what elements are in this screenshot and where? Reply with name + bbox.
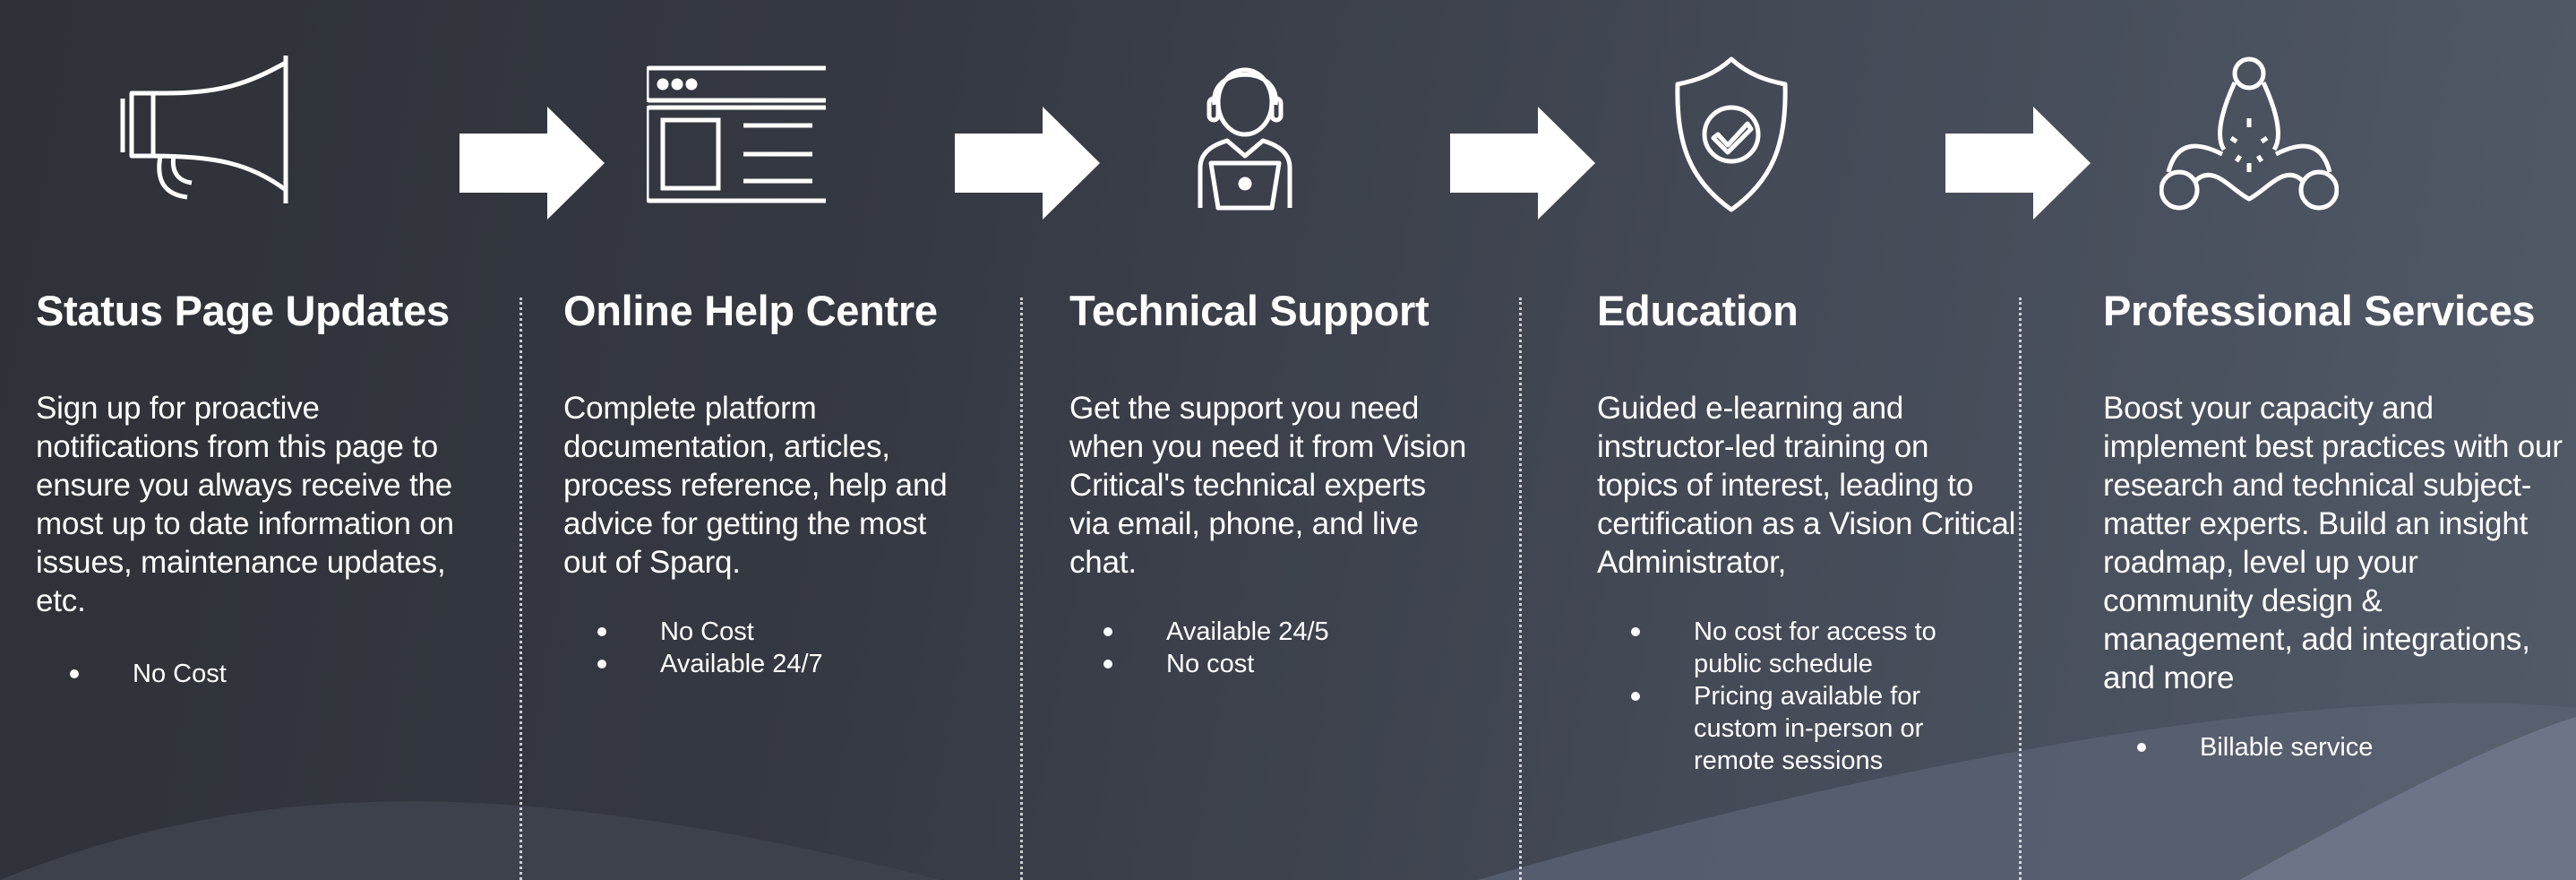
column-description: Guided e-learning and instructor-led tra… bbox=[1597, 391, 2016, 580]
arrow-right-icon bbox=[459, 107, 605, 220]
bullet-list: Available 24/5 No cost bbox=[1069, 616, 1473, 680]
column-title: Education bbox=[1597, 287, 1799, 334]
column-divider bbox=[1020, 298, 1023, 880]
arrow-right-icon bbox=[1450, 107, 1595, 220]
support-agent-icon bbox=[1155, 56, 1335, 217]
column-divider bbox=[519, 298, 522, 880]
service-column-technical-support: Technical Support Get the support you ne… bbox=[1069, 278, 1473, 680]
shield-check-icon bbox=[1642, 56, 1821, 217]
column-title: Status Page Updates bbox=[36, 287, 450, 334]
arrow-right-icon bbox=[1945, 107, 2091, 220]
browser-window-icon bbox=[644, 56, 833, 217]
bullet-list: Billable service bbox=[2103, 731, 2569, 764]
bullet-list: No cost for access to public schedule Pr… bbox=[1597, 616, 1962, 777]
bullet-item: No cost for access to public schedule bbox=[1631, 616, 1962, 680]
column-divider bbox=[1519, 298, 1522, 880]
bullet-list: No Cost bbox=[36, 658, 484, 690]
column-description: Get the support you need when you need i… bbox=[1069, 391, 1467, 580]
megaphone-icon bbox=[116, 56, 295, 217]
bullet-item: No Cost bbox=[70, 658, 484, 690]
column-description: Complete platform documentation, article… bbox=[563, 391, 948, 580]
column-title: Professional Services bbox=[2103, 287, 2536, 334]
bullet-item: Pricing available for custom in-person o… bbox=[1631, 680, 1962, 777]
column-divider bbox=[2019, 298, 2022, 880]
service-column-help-centre: Online Help Centre Complete platform doc… bbox=[563, 278, 975, 680]
column-title: Online Help Centre bbox=[563, 287, 938, 334]
bullet-item: Billable service bbox=[2137, 731, 2569, 764]
bullet-item: No Cost bbox=[597, 616, 975, 648]
service-column-education: Education Guided e-learning and instruct… bbox=[1597, 278, 2018, 777]
column-description: Boost your capacity and implement best p… bbox=[2103, 391, 2563, 695]
bullet-item: Available 24/5 bbox=[1103, 616, 1473, 648]
bullet-item: Available 24/7 bbox=[597, 648, 975, 680]
service-column-status-page: Status Page Updates Sign up for proactiv… bbox=[36, 278, 484, 690]
service-column-professional-services: Professional Services Boost your capacit… bbox=[2103, 278, 2569, 764]
bullet-item: No cost bbox=[1103, 648, 1473, 680]
column-title: Technical Support bbox=[1069, 287, 1430, 334]
team-collaboration-icon bbox=[2159, 56, 2340, 217]
bullet-list: No Cost Available 24/7 bbox=[563, 616, 975, 680]
column-description: Sign up for proactive notifications from… bbox=[36, 391, 454, 618]
arrow-right-icon bbox=[955, 107, 1100, 220]
